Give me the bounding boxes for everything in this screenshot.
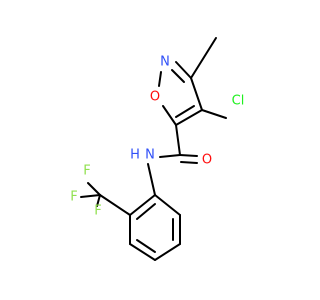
bond-ar-4-5-inner [136,239,156,253]
bond-o-n [158,71,162,87]
bond-carbonyl-n [159,154,181,158]
atom-label-cl: Cl [232,94,245,109]
bond-ar-6-1 [129,194,156,216]
bond-c5-carbonyl [175,124,181,156]
bond-c3-c4 [190,77,203,111]
bond-c5-o [162,105,177,126]
bond-ar-3-4 [154,243,181,261]
atom-label-h-amide: H [130,148,140,163]
bond-ar-1-2 [154,194,181,216]
atom-label-o-ring: O [150,90,160,105]
atom-label-o-carbonyl: O [202,153,212,168]
benzene-ring [129,194,181,261]
atom-label-f3: F [94,204,101,219]
atom-label-n-amide: N [145,148,155,163]
bond-c4-cl [201,109,227,119]
atom-label-f2: F [70,190,77,205]
isoxazole-ring [158,61,203,126]
bond-n-c3-double [171,69,185,83]
bond-c3-methyl [190,37,217,79]
bond-ar-4-5 [129,243,156,261]
molecule-diagram: N O Cl O N H F F F [70,37,245,261]
bond-n-c3 [175,61,192,79]
bond-ar-6-1-inner [136,203,156,220]
bond-c-f1 [87,182,101,196]
bond-c-f2 [80,194,101,198]
bond-c-f3 [96,194,101,207]
bond-c4-c5-double [175,105,195,118]
bond-carbonyl-o-double [180,161,198,164]
bond-n-phenyl [147,163,156,196]
molecule-structure: N O Cl O N H F F F [70,37,245,261]
atom-label-n-ring: N [160,55,170,70]
bond-c4-c5 [175,109,203,126]
bond-carbonyl-o [179,154,198,157]
bond-ar-cf3 [99,194,131,216]
atom-label-f1: F [83,164,90,179]
